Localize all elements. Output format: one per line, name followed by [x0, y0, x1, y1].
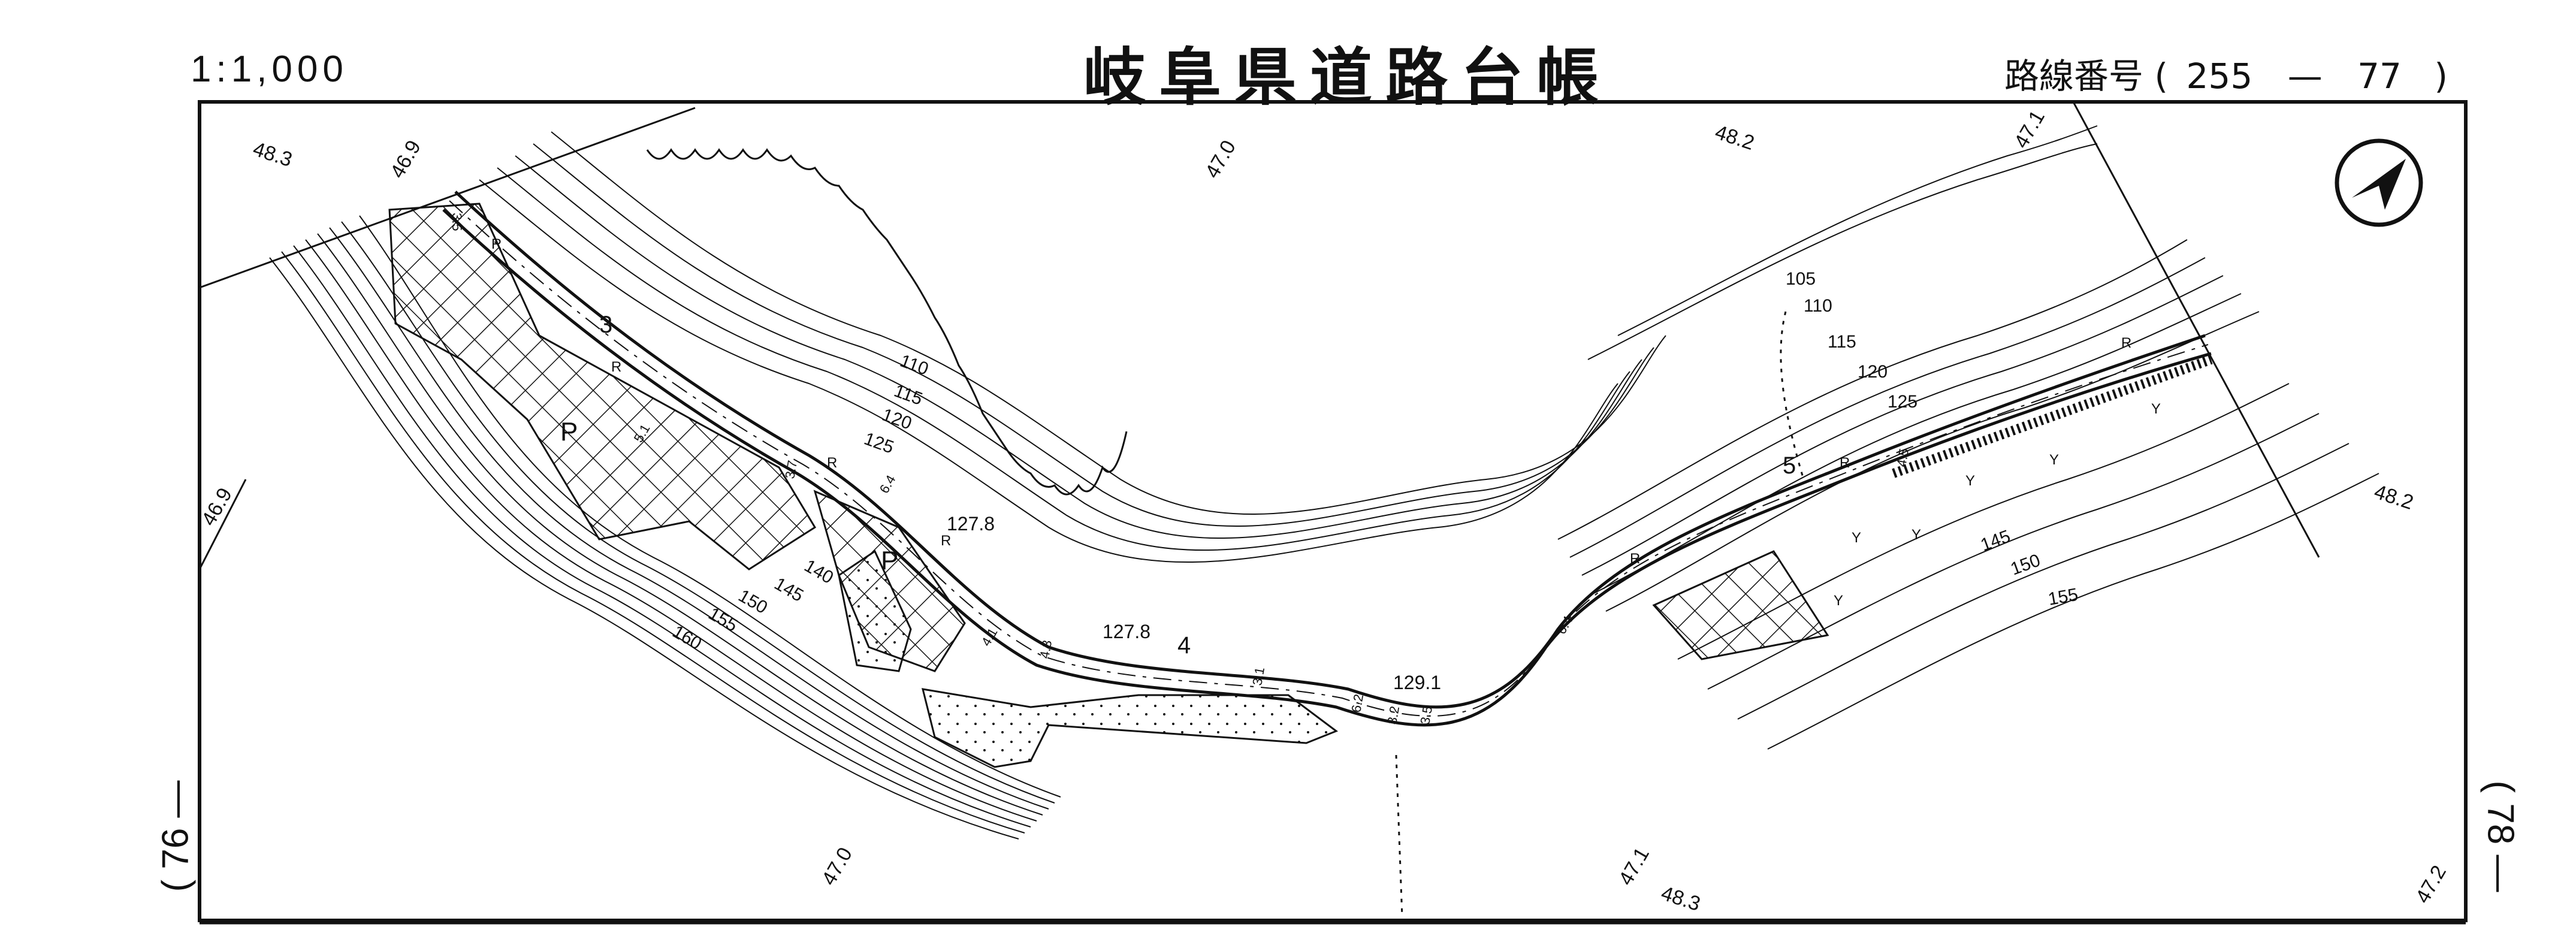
symbol-r: R: [1630, 551, 1640, 567]
symbol-y: Y: [2151, 401, 2161, 417]
route-close: ): [2434, 56, 2448, 96]
road-width-label: 3.2: [1384, 705, 1402, 725]
contour-label: 120: [1858, 362, 1888, 382]
symbol-y: Y: [1965, 473, 1975, 489]
contour-label: 145: [771, 573, 807, 606]
contour-label: 120: [880, 405, 914, 434]
adjacent-sheet-left[interactable]: ( 76 —: [155, 780, 197, 892]
symbol-r: R: [1840, 455, 1850, 471]
road-width-label: 6.2: [1348, 693, 1366, 713]
road-width-label: 3.7: [782, 459, 800, 479]
contour-label: 155: [2046, 585, 2079, 609]
road-width-label: 4.3: [1037, 639, 1055, 659]
elevation-label: 129.1: [1393, 672, 1441, 693]
symbol-p: P: [560, 417, 578, 446]
symbol-r: R: [827, 455, 837, 471]
route-number: 路線番号 ( 255 — 77 ): [2004, 48, 2448, 98]
north-arrow-icon: [2335, 138, 2423, 227]
parcel-p-left: [388, 203, 817, 570]
symbol-p: P: [881, 546, 898, 575]
contour-label: 110: [1804, 296, 1832, 316]
symbol-r: R: [2121, 335, 2131, 351]
dotted-area-center: [921, 688, 1339, 768]
road-width-label: 3.1: [1249, 666, 1267, 686]
contour-label: 150: [735, 585, 771, 618]
contour-label: 145: [1978, 526, 2013, 555]
contour-label: 140: [801, 555, 837, 588]
symbol-y: Y: [1852, 530, 1861, 546]
contour-label: 125: [1888, 392, 1917, 412]
grid-label: 47.0: [1201, 137, 1240, 182]
adjacent-sheet-right[interactable]: ( 78 —: [2480, 780, 2521, 892]
contour-label: 115: [1828, 332, 1856, 352]
contour-label: 105: [1786, 269, 1816, 289]
elevation-label: 127.8: [1103, 621, 1150, 642]
parcel-right: [1652, 550, 1829, 660]
map-frame: [198, 100, 2468, 922]
route-dash: —: [2287, 56, 2323, 96]
dotted-area-slope: [838, 550, 912, 672]
grid-label: 48.3: [1659, 881, 1704, 916]
route-sheet: 77: [2357, 56, 2402, 96]
guardrail: [1892, 355, 2213, 478]
grid-label: 48.3: [250, 137, 295, 171]
route-label: 路線番号: [2004, 56, 2144, 96]
cliff-scallops: [646, 148, 1128, 496]
road-width-label: 3.5: [449, 213, 464, 231]
road-alignment: [442, 191, 2212, 727]
symbol-r: R: [941, 533, 951, 549]
grid-lines: [200, 102, 2320, 570]
contour-lines-right: [1557, 125, 2379, 750]
dotted-section-line-1: [1395, 754, 1403, 917]
route-no: 255: [2186, 56, 2253, 96]
symbol-r: R: [491, 236, 502, 252]
symbol-y: Y: [1834, 593, 1843, 609]
road-width-label: 4.5: [1894, 447, 1911, 467]
dotted-section-line-2: [1780, 311, 1805, 480]
road-width-label: 6.4: [877, 473, 899, 496]
map-scale: 1:1,000: [191, 49, 348, 90]
route-open: (: [2154, 56, 2169, 96]
contour-label: 150: [2008, 550, 2043, 579]
grid-label: 47.0: [817, 844, 857, 889]
grid-label: 47.1: [1614, 844, 1654, 889]
station-label: 5: [1783, 452, 1796, 479]
contour-label: 125: [862, 429, 896, 458]
station-label: 4: [1177, 632, 1191, 659]
contour-lines-left: [269, 215, 1061, 840]
grid-label: 46.9: [386, 137, 425, 182]
page-title: 岐阜県道路台帳: [1083, 41, 1612, 114]
grid-label: 48.2: [2372, 480, 2417, 514]
station-label: 3: [599, 312, 612, 338]
grid-label: 47.2: [2411, 862, 2451, 907]
symbol-r: R: [611, 359, 621, 375]
symbol-y: Y: [2049, 452, 2059, 468]
symbol-y: Y: [1911, 527, 1921, 543]
road-width-label: 3.5: [1417, 705, 1435, 725]
grid-label: 48.2: [1713, 120, 1757, 155]
contour-lines-upper: [479, 131, 1666, 563]
elevation-label: 127.8: [947, 513, 995, 535]
